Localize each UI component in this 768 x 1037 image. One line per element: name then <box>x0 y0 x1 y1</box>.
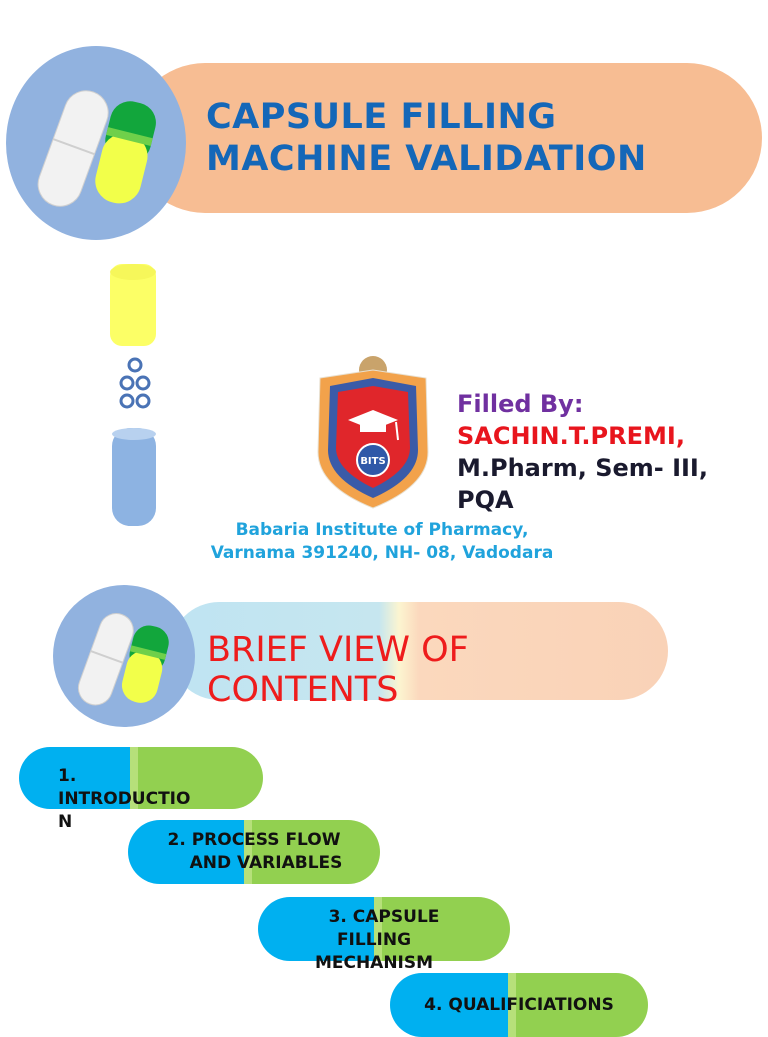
content-item-1-line-1: 1. <box>58 766 77 786</box>
bits-logo: BITS <box>317 356 429 509</box>
author-dept: PQA <box>457 486 514 514</box>
content-item-2-line-2: AND VARIABLES <box>189 853 343 873</box>
filled-by-label: Filled By: <box>457 390 584 418</box>
title-line-2: MACHINE VALIDATION <box>206 139 647 179</box>
content-item-2: 2. PROCESS FLOW AND VARIABLES <box>128 829 380 875</box>
slide-title: CAPSULE FILLING MACHINE VALIDATION <box>206 96 746 180</box>
author-degree: M.Pharm, Sem- III, <box>457 454 708 482</box>
content-pill-3 <box>258 897 510 961</box>
content-item-3: 3. CAPSULE FILLING MECHANISM <box>278 906 530 975</box>
contents-banner <box>170 602 668 700</box>
title-banner <box>130 63 762 213</box>
content-item-2-line-1: 2. PROCESS FLOW <box>167 830 341 850</box>
content-item-3-line-3: MECHANISM <box>314 953 434 973</box>
author-block: Filled By: SACHIN.T.PREMI, M.Pharm, Sem-… <box>457 388 708 516</box>
content-item-3-line-1: 3. CAPSULE <box>328 907 440 927</box>
content-item-3-line-2: FILLING <box>336 930 412 950</box>
content-item-1-line-3: N <box>58 812 73 832</box>
content-item-1: 1. INTRODUCTIO N <box>58 765 190 834</box>
contents-capsule-icon <box>77 613 169 706</box>
content-item-4: 4. QUALIFICIATIONS <box>390 994 648 1017</box>
capsule-icon <box>37 90 156 207</box>
author-name: SACHIN.T.PREMI, <box>457 422 685 450</box>
content-item-4-line-1: 4. QUALIFICIATIONS <box>424 995 614 1015</box>
content-pill-1 <box>19 747 263 809</box>
institute-line-1: Babaria Institute of Pharmacy, <box>235 520 529 540</box>
content-item-1-line-2: INTRODUCTIO <box>58 789 191 809</box>
title-line-1: CAPSULE FILLING <box>206 97 557 137</box>
logo-text: BITS <box>360 456 385 467</box>
content-pill-2 <box>128 820 380 884</box>
contents-heading: BRIEF VIEW OF CONTENTS <box>207 630 469 710</box>
contents-heading-line-1: BRIEF VIEW OF <box>207 630 469 670</box>
institute-address: Babaria Institute of Pharmacy, Varnama 3… <box>150 519 614 565</box>
content-pill-4 <box>390 973 648 1037</box>
institute-line-2: Varnama 391240, NH- 08, Vadodara <box>210 543 554 563</box>
contents-heading-line-2: CONTENTS <box>207 670 399 710</box>
capsule-parts-illustration <box>110 264 156 526</box>
